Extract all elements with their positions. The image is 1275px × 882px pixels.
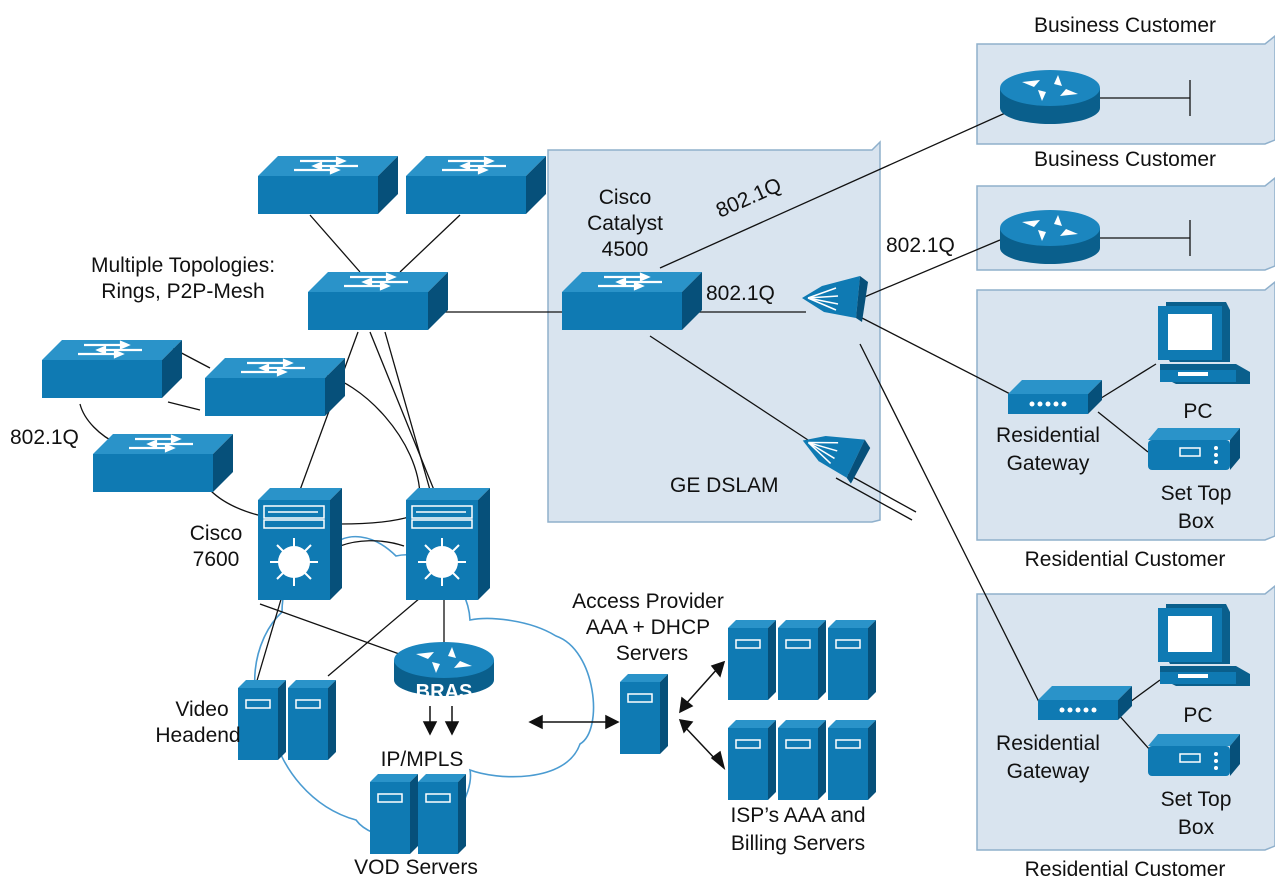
- video-headend-server-1: [237, 679, 287, 761]
- residential-gateway-1-label-line2: Gateway: [1007, 452, 1090, 475]
- dot1q-label-ring: 802.1Q: [10, 426, 79, 449]
- aaa-dhcp-server-2: [777, 619, 827, 701]
- switch-top-right: [404, 154, 548, 216]
- aaa-dhcp-server-1: [727, 619, 777, 701]
- vod-servers-label: VOD Servers: [354, 856, 478, 879]
- residential-gateway-2-label-line1: Residential: [996, 732, 1100, 755]
- isp-aaa-label-line1: ISP’s AAA and: [730, 804, 865, 827]
- set-top-box-1-label-line2: Box: [1178, 510, 1215, 533]
- business-router-1: [1000, 70, 1100, 124]
- access-provider-label-line2: AAA + DHCP: [586, 616, 710, 639]
- access-provider-aaa-server: [619, 673, 669, 755]
- switch-ring-2: [203, 356, 347, 418]
- switch-top-left: [256, 154, 400, 216]
- cisco-catalyst-label-line2: Catalyst: [587, 212, 663, 235]
- pc-2-label: PC: [1183, 704, 1212, 727]
- ge-dslam-label: GE DSLAM: [670, 474, 779, 497]
- isp-billing-server-3: [827, 719, 877, 801]
- residential-gateway-2: [1038, 686, 1132, 720]
- isp-billing-server-2: [777, 719, 827, 801]
- cisco-catalyst-label-line1: Cisco: [599, 186, 652, 209]
- ip-mpls-label: IP/MPLS: [381, 748, 464, 771]
- cisco-7600-router-1: [257, 487, 343, 601]
- switch-ring-3: [91, 432, 235, 494]
- multiple-topologies-label-line1: Multiple Topologies:: [91, 254, 275, 277]
- residential-customer-label-1: Residential Customer: [1025, 548, 1226, 571]
- ip-mpls-cloud: [253, 535, 595, 839]
- multiple-topologies-label-line2: Rings, P2P-Mesh: [101, 280, 264, 303]
- text-labels: Business Customer Business Customer Resi…: [10, 14, 1231, 881]
- business-router-2: [1000, 210, 1100, 264]
- business-customer-label-2: Business Customer: [1034, 148, 1216, 171]
- switch-aggregation: [306, 270, 450, 332]
- cisco-7600-label-line1: Cisco: [190, 522, 243, 545]
- set-top-box-2: [1147, 733, 1241, 777]
- arrows: [422, 660, 726, 771]
- video-headend-server-2: [287, 679, 337, 761]
- aaa-dhcp-server-3: [827, 619, 877, 701]
- switch-ring-1: [40, 338, 184, 400]
- cisco-catalyst-label-line3: 4500: [602, 238, 649, 261]
- access-provider-label-line3: Servers: [616, 642, 688, 665]
- vod-server-2: [417, 773, 467, 855]
- dot1q-label-business-2: 802.1Q: [886, 234, 955, 257]
- pc-1-label: PC: [1183, 400, 1212, 423]
- access-provider-label-line1: Access Provider: [572, 590, 724, 613]
- business-customer-label-1: Business Customer: [1034, 14, 1216, 37]
- set-top-box-1: [1147, 427, 1241, 471]
- residential-gateway-2-label-line2: Gateway: [1007, 760, 1090, 783]
- isp-billing-server-1: [727, 719, 777, 801]
- residential-gateway-1-label-line1: Residential: [996, 424, 1100, 447]
- vod-server-1: [369, 773, 419, 855]
- cisco-catalyst-4500-switch: [560, 270, 704, 332]
- svg-text:BRAS: BRAS: [416, 681, 473, 703]
- video-headend-label-line1: Video: [175, 698, 228, 721]
- bras-router: BRAS: [394, 642, 494, 703]
- video-headend-label-line2: Headend: [155, 724, 240, 747]
- catalyst-zone: [547, 140, 881, 523]
- dot1q-label-dslam: 802.1Q: [706, 282, 775, 305]
- cisco-7600-router-2: [405, 487, 491, 601]
- set-top-box-1-label-line1: Set Top: [1161, 482, 1232, 505]
- set-top-box-2-label-line2: Box: [1178, 816, 1215, 839]
- cisco-7600-label-line2: 7600: [193, 548, 240, 571]
- isp-aaa-label-line2: Billing Servers: [731, 832, 865, 855]
- set-top-box-2-label-line1: Set Top: [1161, 788, 1232, 811]
- residential-gateway-1: [1008, 380, 1102, 414]
- residential-customer-label-2: Residential Customer: [1025, 858, 1226, 881]
